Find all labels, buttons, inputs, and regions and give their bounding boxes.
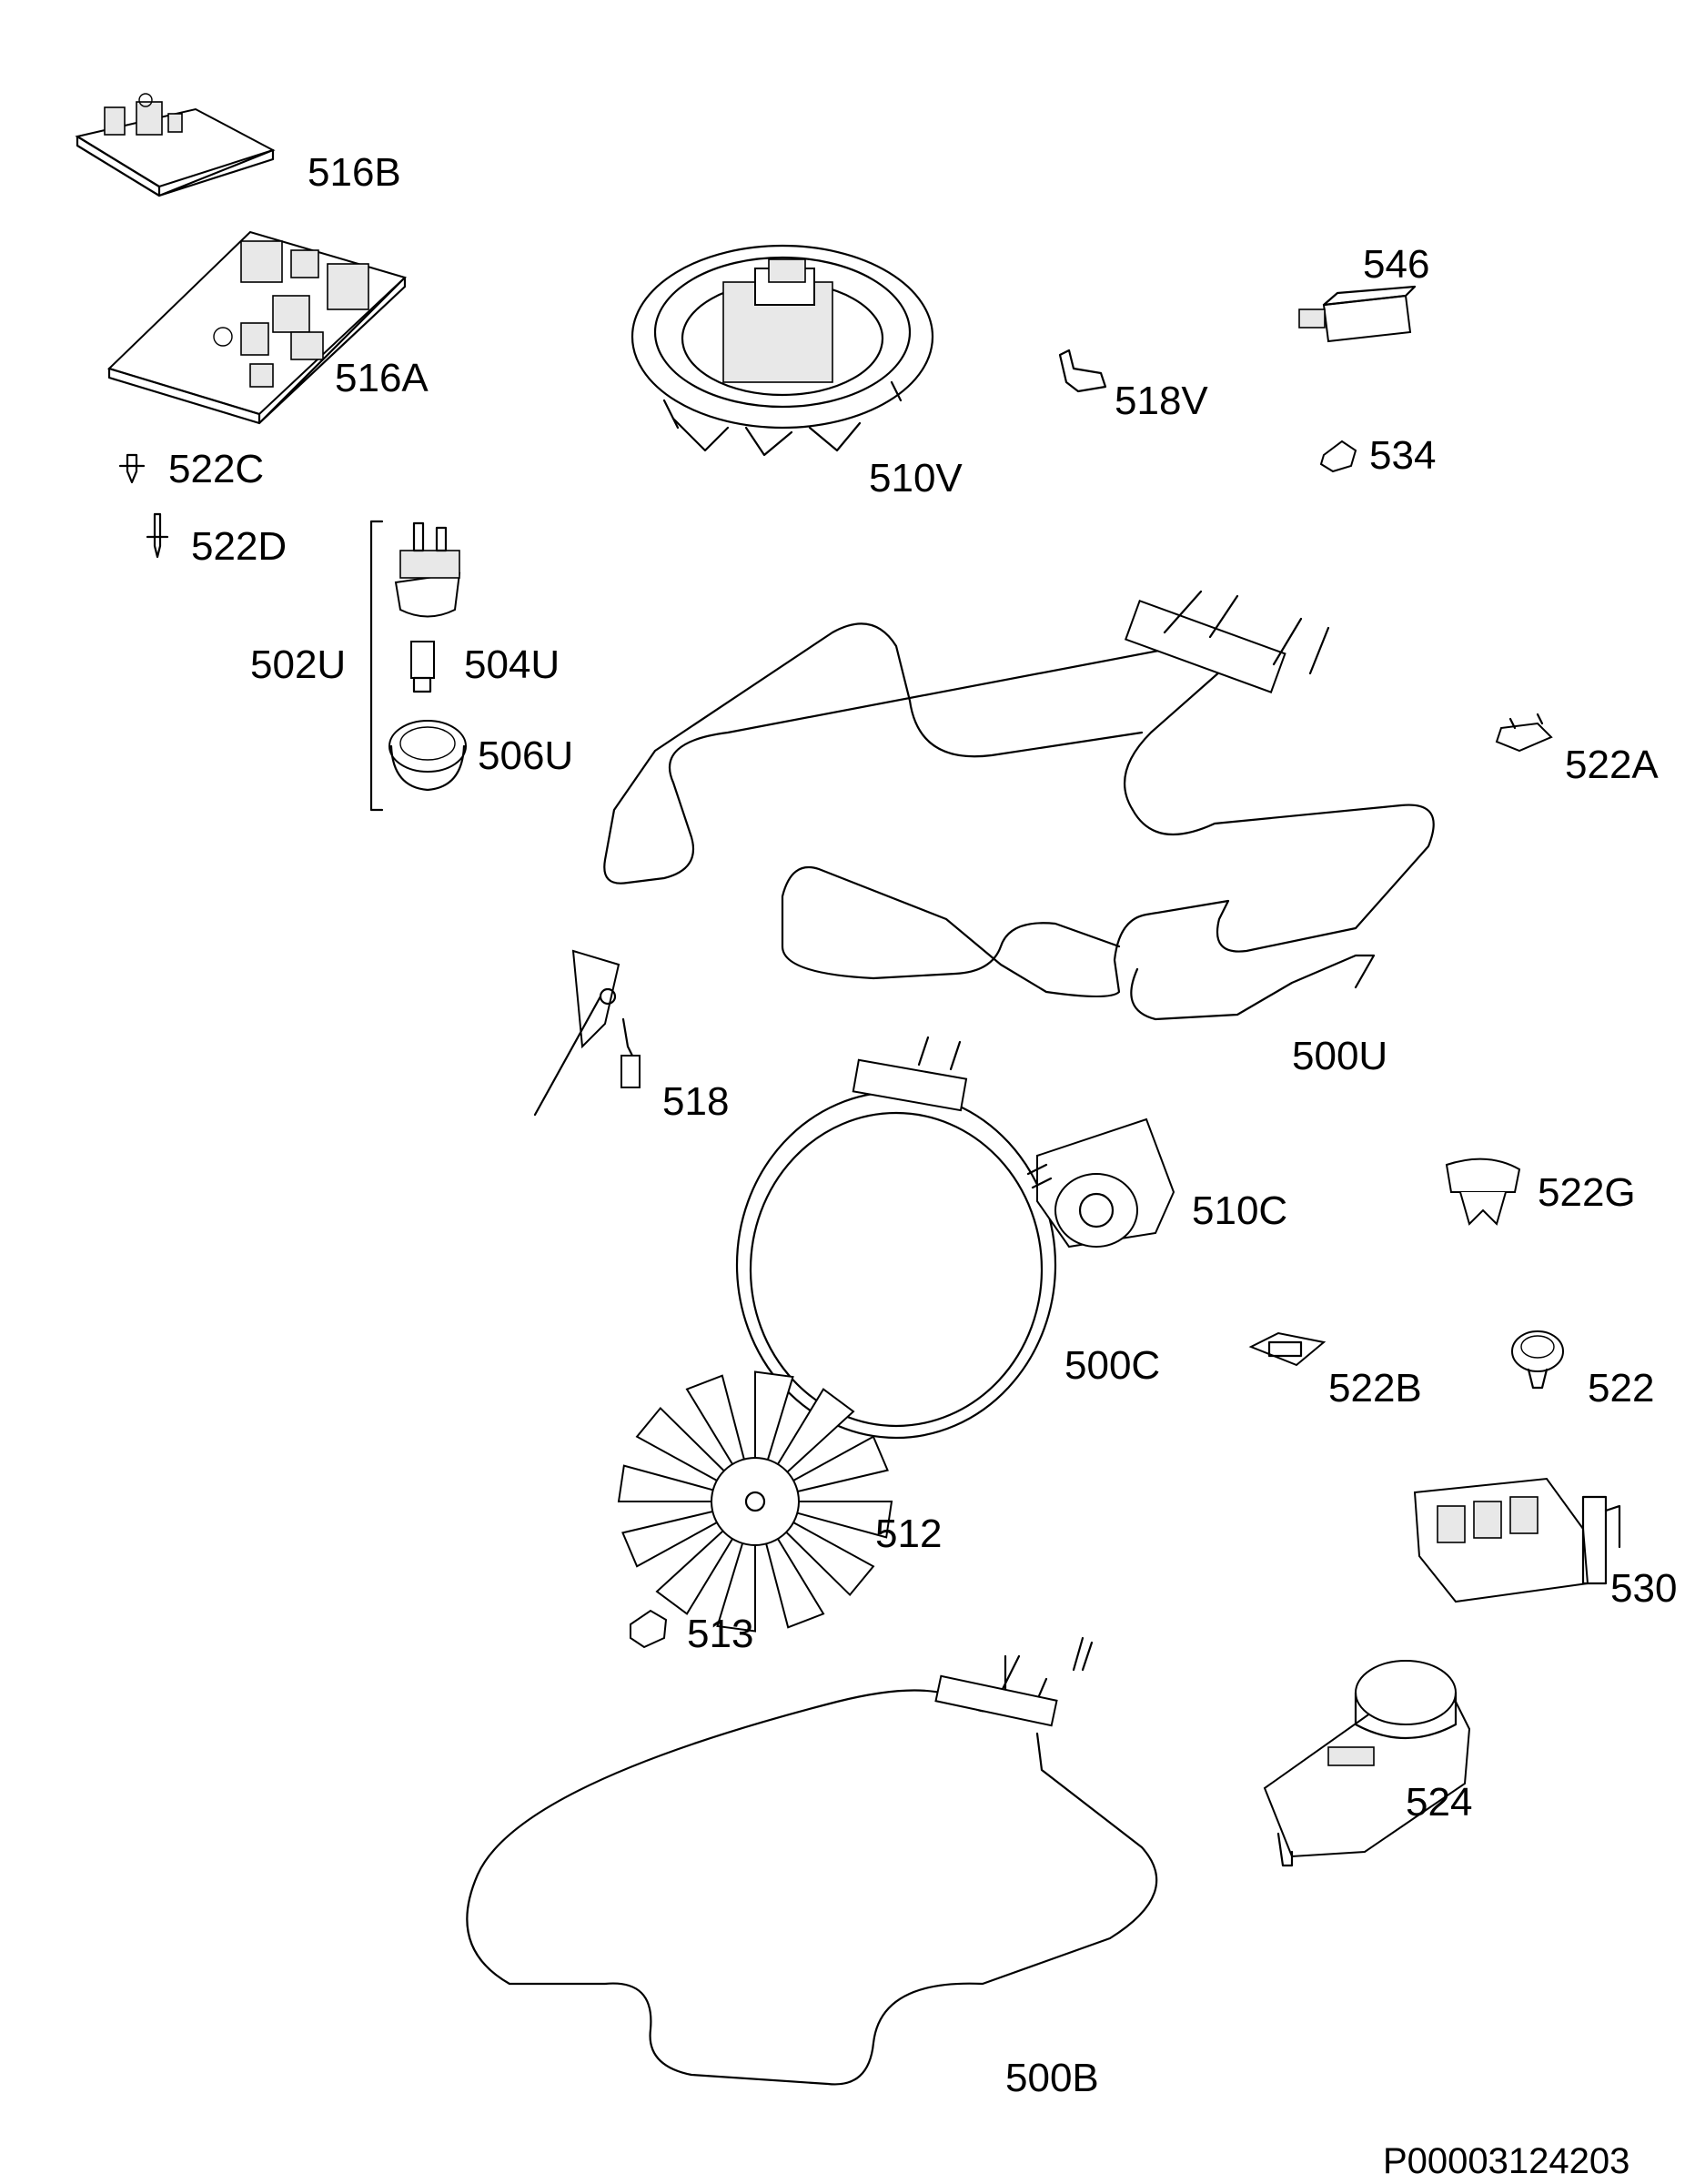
label-522: 522	[1588, 1366, 1654, 1410]
part-516A-board	[107, 230, 407, 425]
part-510V-fan-motor	[631, 244, 934, 457]
part-522G-clip	[1445, 1158, 1521, 1226]
part-522D-screw	[146, 512, 169, 559]
label-502U: 502U	[250, 642, 346, 687]
part-500U-grill-element	[603, 590, 1435, 1021]
fan-hub-hole	[744, 1491, 766, 1512]
part-518-probe	[533, 949, 641, 1117]
label-500U: 500U	[1292, 1034, 1387, 1078]
part-lamp-holder	[394, 521, 461, 618]
label-510V: 510V	[869, 456, 963, 500]
label-516B: 516B	[308, 150, 401, 195]
part-522A-clip	[1495, 713, 1553, 753]
label-500C: 500C	[1064, 1343, 1160, 1388]
part-522-clamp	[1511, 1330, 1564, 1390]
part-506U-lamp-cover	[388, 720, 467, 792]
label-530: 530	[1610, 1566, 1677, 1611]
label-522D: 522D	[191, 524, 287, 569]
label-512: 512	[875, 1512, 942, 1556]
label-504U: 504U	[464, 642, 560, 687]
part-522C-screw	[118, 453, 146, 484]
document-id: P00003124203	[1383, 2141, 1629, 2181]
bracket-502U	[369, 520, 384, 812]
part-510C-fan-motor	[1026, 1117, 1175, 1249]
part-522B-clip	[1248, 1331, 1327, 1367]
part-513-nut	[630, 1609, 668, 1649]
label-522G: 522G	[1538, 1170, 1636, 1215]
part-500B-bottom-element	[466, 1636, 1158, 2086]
part-512-fan-blade	[617, 1370, 893, 1633]
label-518V: 518V	[1115, 379, 1208, 423]
part-524-door-lock	[1263, 1660, 1471, 1867]
label-506U: 506U	[478, 733, 573, 778]
part-516B-board	[75, 93, 276, 197]
label-518: 518	[662, 1079, 729, 1124]
label-516A: 516A	[335, 356, 429, 400]
label-524: 524	[1406, 1780, 1472, 1825]
part-518V-clip	[1058, 349, 1107, 393]
label-546: 546	[1363, 242, 1429, 287]
part-500C-circular-element	[735, 1036, 1057, 1440]
label-534: 534	[1369, 433, 1436, 478]
label-522B: 522B	[1328, 1366, 1422, 1410]
label-500B: 500B	[1005, 2056, 1099, 2100]
label-510C: 510C	[1192, 1188, 1287, 1233]
label-513: 513	[687, 1612, 753, 1656]
part-504U-bulb	[410, 641, 435, 693]
part-534-nut	[1319, 440, 1357, 473]
label-522A: 522A	[1565, 743, 1659, 787]
part-530-terminal-block	[1413, 1477, 1621, 1603]
fan-hub	[711, 1457, 800, 1546]
label-522C: 522C	[168, 447, 264, 491]
part-546-switch	[1298, 285, 1417, 343]
